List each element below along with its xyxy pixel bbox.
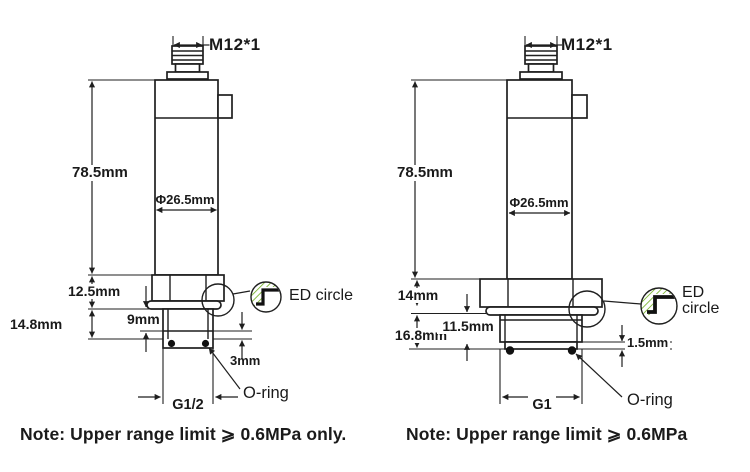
right-lower-height-label: 16.8mm — [390, 328, 452, 343]
left-oring-label: O-ring — [243, 384, 289, 402]
right-thread — [499, 314, 583, 343]
left-lower-height-label: 14.8mm — [10, 316, 63, 332]
left-hex-nut — [151, 274, 225, 302]
right-height-label: 78.5mm — [395, 164, 455, 181]
ed-seal-icon — [250, 281, 282, 313]
detail-circle — [201, 283, 235, 317]
right-ed-circle-label-line1: ED — [682, 284, 705, 301]
left-height-label: 78.5mm — [70, 164, 130, 181]
right-hex-nut — [479, 278, 603, 308]
left-ed-ring — [146, 300, 222, 310]
right-diameter-label: Φ26.5mm — [509, 195, 569, 210]
left-connector-label: M12*1 — [209, 35, 261, 54]
right-thread-size-label: G1 — [532, 397, 552, 413]
right-ed-ring — [485, 306, 599, 316]
right-hex-height-label: 14mm — [392, 288, 444, 303]
ed-seal-icon — [640, 287, 678, 325]
right-body-outline — [506, 79, 573, 280]
o-ring-leader — [208, 347, 241, 390]
detail-circle — [568, 290, 606, 328]
left-oring-offset-label: 3mm — [230, 353, 261, 368]
right-ed-circle-label-line2: circle — [682, 300, 720, 317]
right-connector-label: M12*1 — [561, 35, 613, 54]
o-ring-dot — [567, 346, 577, 355]
o-ring-leader — [575, 353, 623, 398]
left-thread-size-label: G1/2 — [172, 397, 204, 413]
left-diameter-label: Φ26.5mm — [155, 192, 215, 207]
left-thread-length-label: 9mm — [125, 311, 162, 327]
left-sensor-drawing — [88, 36, 282, 404]
right-oring-offset-label: 1.5mm — [625, 335, 671, 350]
o-ring-dot — [201, 339, 210, 348]
left-ed-circle-label: ED circle — [289, 287, 354, 304]
right-oring-plate — [504, 341, 578, 350]
right-oring-label: O-ring — [627, 391, 673, 409]
right-thread-length-label: 11.5mm — [437, 319, 499, 334]
right-note: Note: Upper range limit ⩾ 0.6MPa — [406, 424, 688, 444]
o-ring-dot — [167, 339, 176, 348]
o-ring-dot — [505, 346, 515, 355]
left-body-outline — [154, 79, 219, 276]
left-side-vent — [217, 94, 233, 119]
left-note: Note: Upper range limit ⩾ 0.6MPa only. — [20, 424, 347, 444]
right-side-vent — [571, 94, 588, 119]
left-hex-height-label: 12.5mm — [66, 283, 123, 299]
